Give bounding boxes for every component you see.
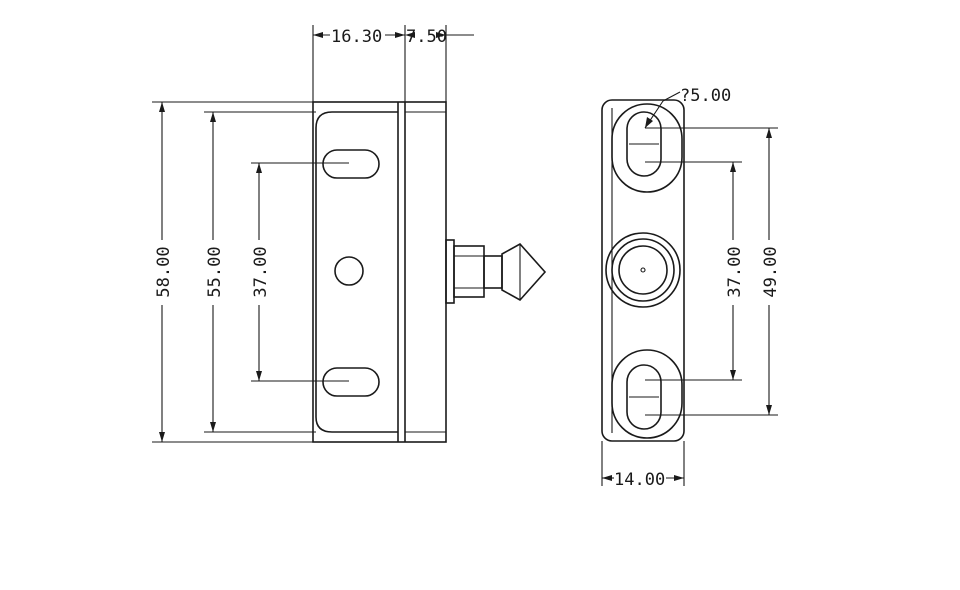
front-view [312,101,547,443]
plunger-pin [445,239,547,304]
dim-side-width: 14.00 [614,470,665,490]
side-slot-top [611,103,683,193]
dim-slot-spacing-front: 37.00 [251,246,271,297]
dim-slot-diameter: ?5.00 [680,86,731,106]
dim-front-width: 16.30 [331,27,382,47]
side-body-outline [601,99,685,442]
front-dimensions: 16.30 7.50 58.00 55.00 37.00 [152,25,474,443]
front-center-hole [334,256,364,286]
front-slot-bottom [322,367,380,397]
dim-slot-outer-span: 49.00 [761,246,781,297]
front-plate [315,111,398,433]
side-center-boss [605,232,681,308]
front-body-outline [312,101,447,443]
side-view [601,99,685,442]
dim-overall-height: 58.00 [154,246,174,297]
side-dimensions: ?5.00 49.00 37.00 14.00 [601,86,781,490]
dim-slot-spacing-side: 37.00 [725,246,745,297]
dim-plate-height: 55.00 [205,246,225,297]
side-slot-bottom [611,349,683,439]
dim-front-depth: 7.50 [406,27,447,47]
front-slot-top [322,149,380,179]
